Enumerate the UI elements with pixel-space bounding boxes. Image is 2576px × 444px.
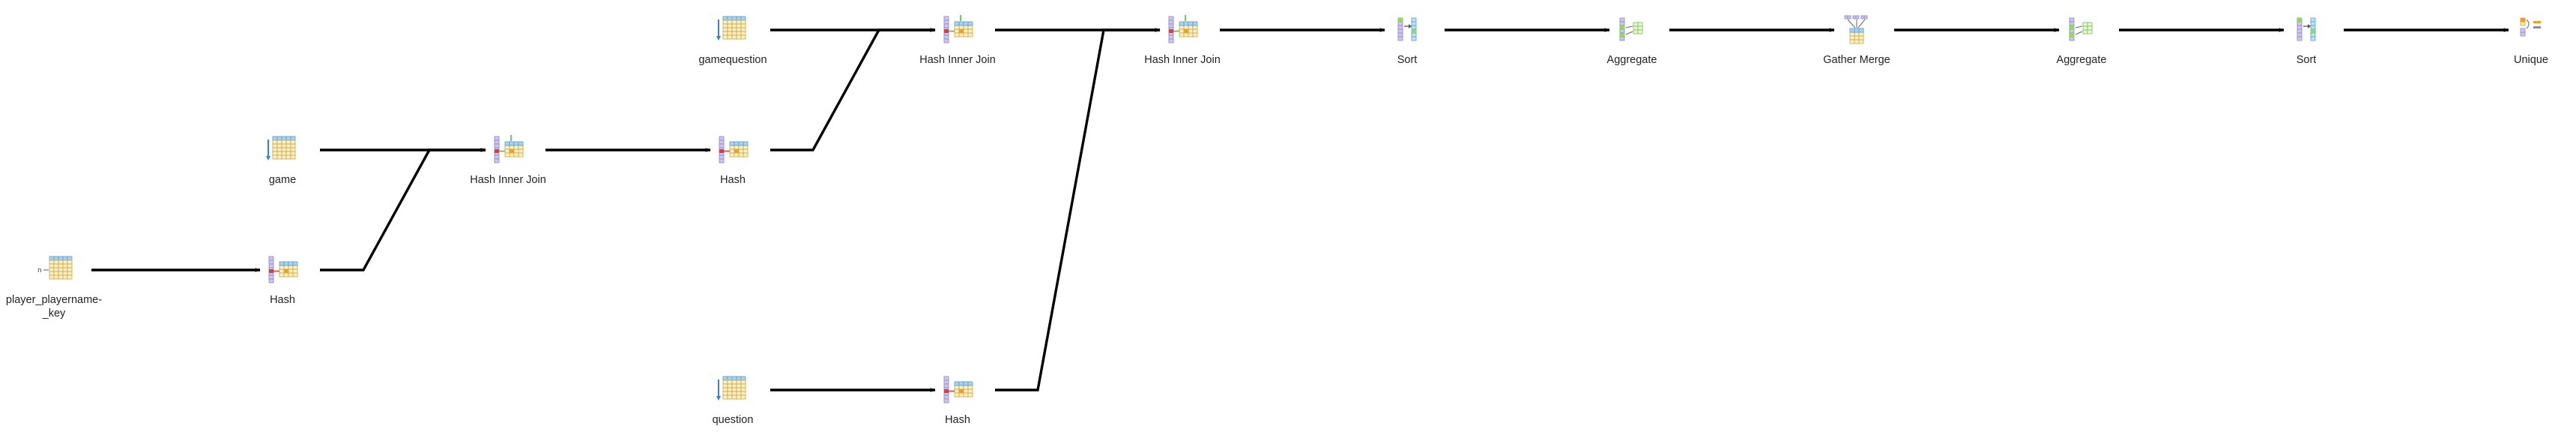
hash-inner-join-icon <box>494 135 524 164</box>
hash-icon <box>719 136 749 164</box>
edge-n_hash2-n_hij2 <box>770 28 936 152</box>
plan-edges <box>91 28 2509 392</box>
aggregate-node-1[interactable]: Aggregate <box>1607 17 1657 66</box>
hash-node-1[interactable]: Hash <box>268 256 298 306</box>
node-label: Gather Merge <box>1823 54 1890 66</box>
node-label: question <box>713 414 754 426</box>
node-label: Aggregate <box>1607 54 1657 66</box>
node-label: Hash Inner Join <box>470 174 546 186</box>
gather-merge-icon <box>1844 15 1868 44</box>
unique-icon <box>2520 17 2541 37</box>
svg-text:n: n <box>37 267 42 274</box>
aggregate-icon <box>2069 17 2093 41</box>
aggregate-node-2[interactable]: Aggregate <box>2057 17 2107 66</box>
node-label: Unique <box>2514 54 2548 66</box>
node-label: gamequestion <box>698 54 767 66</box>
hash-node-2[interactable]: Hash <box>719 136 749 186</box>
edge-n_hash3-n_hij3 <box>995 28 1161 392</box>
hash-inner-join-icon <box>943 15 973 44</box>
index-scan-icon: n <box>37 256 73 280</box>
seq-scan-icon <box>716 376 746 400</box>
game-node[interactable]: game <box>266 136 296 186</box>
unique-node[interactable]: Unique <box>2514 17 2548 66</box>
node-label: Sort <box>2297 54 2317 66</box>
node-label: Hash <box>945 414 970 426</box>
node-label: game <box>269 174 296 186</box>
hash-inner-join-icon <box>1168 15 1198 44</box>
node-label: Hash Inner Join <box>919 54 996 66</box>
node-label: Hash Inner Join <box>1144 54 1221 66</box>
node-label: _key <box>42 308 66 320</box>
node-label: Aggregate <box>2057 54 2107 66</box>
hash-inner-join-node-3[interactable]: Hash Inner Join <box>1144 15 1221 66</box>
gather-merge-node[interactable]: Gather Merge <box>1823 15 1890 66</box>
hash-inner-join-node-1[interactable]: Hash Inner Join <box>470 135 546 186</box>
node-label: player_playername- <box>6 294 102 306</box>
hash-inner-join-node-2[interactable]: Hash Inner Join <box>919 15 996 66</box>
question-node[interactable]: question <box>713 376 754 426</box>
hash-node-3[interactable]: Hash <box>943 376 973 426</box>
hash-icon <box>268 256 298 284</box>
seq-scan-icon <box>266 136 296 160</box>
sort-icon <box>2297 17 2316 41</box>
sort-icon <box>1397 17 1417 41</box>
node-label: Sort <box>1397 54 1418 66</box>
seq-scan-icon <box>716 16 746 40</box>
gamequestion-node[interactable]: gamequestion <box>698 16 767 66</box>
player-playername-key-node[interactable]: n player_playername- _key <box>6 256 102 320</box>
sort-node-1[interactable]: Sort <box>1397 17 1418 66</box>
sort-node-2[interactable]: Sort <box>2297 17 2317 66</box>
node-label: Hash <box>270 294 295 306</box>
aggregate-icon <box>1619 17 1643 41</box>
hash-icon <box>943 376 973 404</box>
node-label: Hash <box>720 174 746 186</box>
edge-n_hash1-n_hij1 <box>320 148 486 272</box>
